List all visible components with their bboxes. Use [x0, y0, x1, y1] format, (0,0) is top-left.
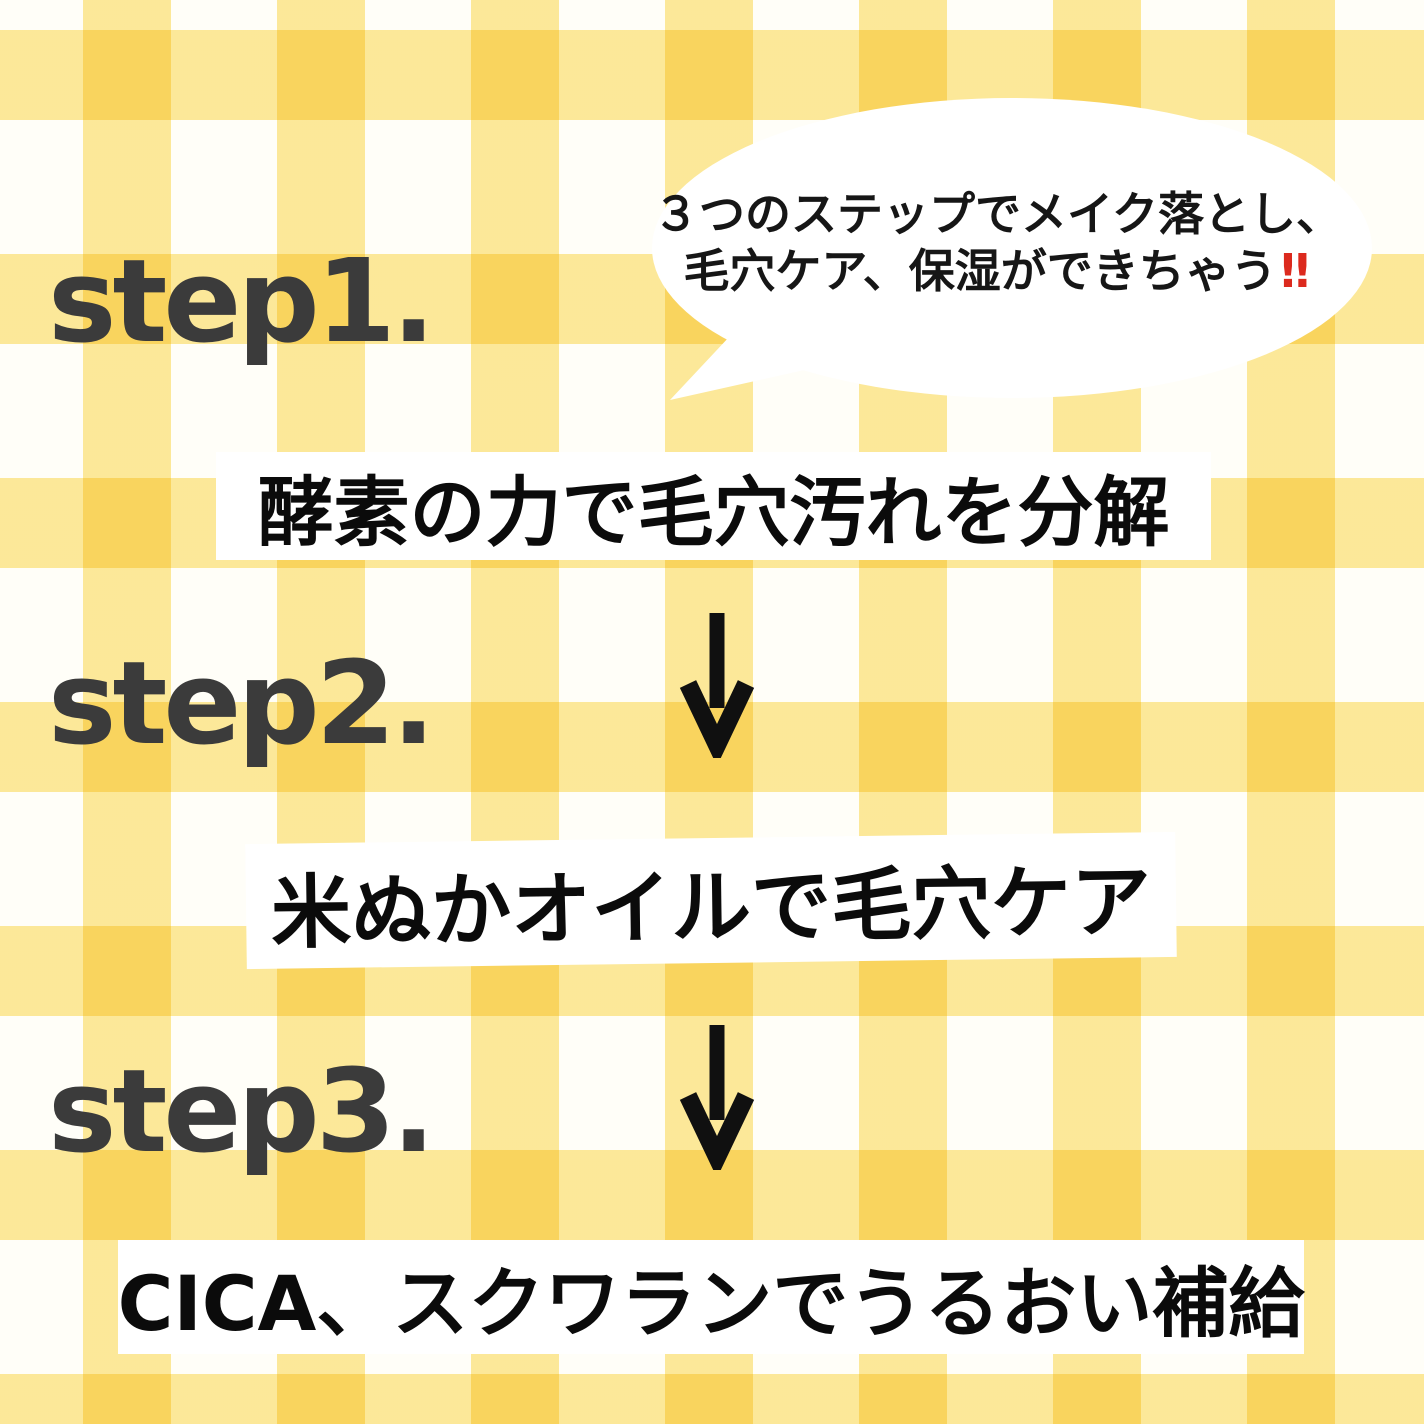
- step3-label: step3.: [48, 1045, 435, 1179]
- step1-label: step1.: [48, 235, 435, 369]
- step2-description-box: 米ぬかオイルで毛穴ケア: [245, 831, 1177, 970]
- down-arrow-icon-2: [679, 1025, 755, 1170]
- speech-bubble-body: [652, 98, 1372, 398]
- step3-description-box: CICA、スクワランでうるおい補給: [118, 1240, 1304, 1354]
- down-arrow-icon-1: [679, 613, 755, 758]
- bubble-text-line2: 毛穴ケア、保湿ができちゃう: [683, 244, 1277, 298]
- step2-description: 米ぬかオイルで毛穴ケア: [270, 854, 1152, 960]
- speech-bubble-text: ３つのステップでメイク落とし、 毛穴ケア、保湿ができちゃう‼: [630, 186, 1365, 300]
- double-exclamation-icon: ‼: [1280, 244, 1312, 298]
- step1-description: 酵素の力で毛穴汚れを分解: [257, 468, 1170, 557]
- step1-description-box: 酵素の力で毛穴汚れを分解: [216, 452, 1211, 560]
- speech-bubble: ３つのステップでメイク落とし、 毛穴ケア、保湿ができちゃう‼: [630, 90, 1395, 425]
- step2-label: step2.: [48, 637, 435, 771]
- bubble-text-line1: ３つのステップでメイク落とし、: [652, 187, 1343, 241]
- speech-bubble-shape: [652, 98, 1372, 400]
- step3-description: CICA、スクワランでうるおい補給: [117, 1259, 1305, 1348]
